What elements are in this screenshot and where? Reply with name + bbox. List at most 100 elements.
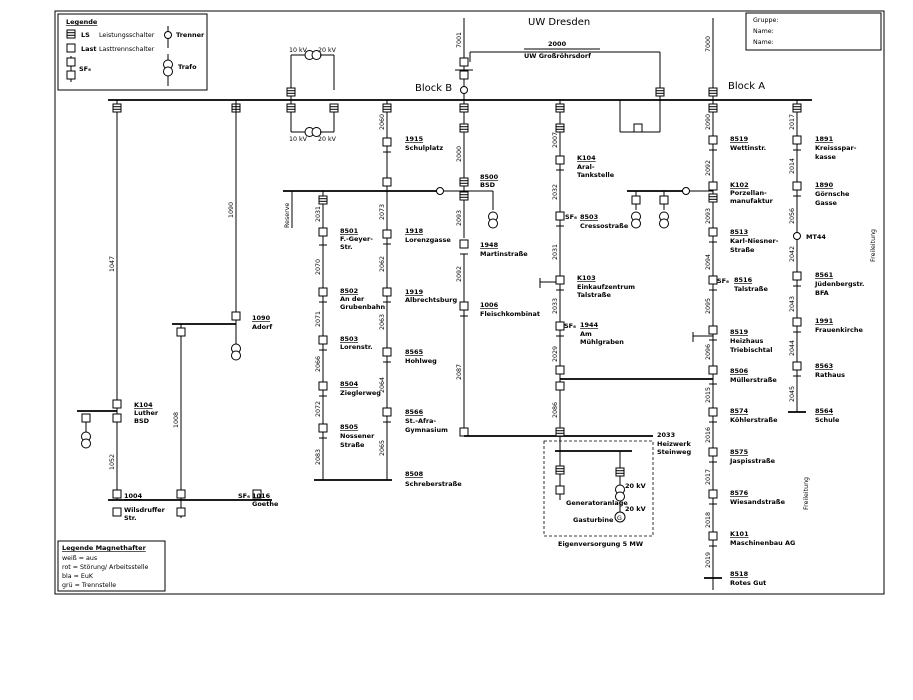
label-s8501-code: 8501: [340, 227, 359, 235]
load-switch-icon: [708, 531, 718, 541]
load-switch-icon: [555, 365, 565, 375]
label-gen-kv1: 20 kV: [625, 482, 646, 490]
label-s1004-n1: Wilsdruffer: [124, 506, 166, 514]
cable-label-c2016: 2016: [705, 427, 712, 443]
drawing-frame: [54, 10, 885, 595]
label-s1016-name: Goethe: [252, 500, 279, 508]
load-switch-icon: [112, 413, 122, 423]
label-title: Legende Magnethafter: [62, 544, 147, 552]
transformer-icon: [163, 59, 173, 77]
label-s1944-code: 1944: [580, 321, 599, 329]
cable-label-c2029: 2029: [552, 346, 559, 362]
label-ls: LS: [81, 31, 90, 39]
cable-label-c2045: 2045: [789, 386, 796, 402]
load-switch-icon: [555, 275, 565, 285]
cable-label-c2015: 2015: [705, 387, 712, 403]
label-s8561-n1: Jüdenbergstr.: [814, 280, 864, 288]
label-s1090-name: Adorf: [252, 323, 272, 331]
label-sK104b-n2: BSD: [134, 417, 150, 425]
label-mt44: MT44: [806, 233, 826, 241]
label-kv20-bot: 20 kV: [318, 136, 337, 143]
cable-label-c2018: 2018: [705, 512, 712, 528]
cable-label-c2086: 2086: [552, 402, 559, 418]
label-s8519-name: Wettinstr.: [730, 144, 766, 152]
transformer-icon: [81, 431, 91, 449]
label-s8519b-code: 8519: [730, 328, 749, 336]
label-s8574-code: 8574: [730, 407, 749, 415]
label-s8506-code: 8506: [730, 367, 749, 375]
cable-label-c2017b: 2017: [789, 114, 796, 130]
cable-label-c2043: 2043: [789, 296, 796, 312]
load-switch-icon: [112, 489, 122, 499]
cable-label-c2090: 2090: [705, 114, 712, 130]
self-supply-label: Eigenversorgung 5 MW: [558, 540, 643, 548]
cable-label-c2070: 2070: [315, 259, 322, 275]
circuit-breaker-icon: [555, 465, 565, 475]
load-switch-icon: [792, 271, 802, 281]
label-kv20-top: 20 kV: [318, 47, 337, 54]
load-switch-icon: [708, 227, 718, 237]
label-kv10-top: 10 kV: [289, 47, 308, 54]
label-s1016-code: 1016: [252, 492, 271, 500]
label-s1944-n2: Mühlgraben: [580, 338, 624, 346]
load-switch-icon: [176, 327, 186, 337]
cable-label-c2060: 2060: [379, 114, 386, 130]
label-s1890-n2: Gasse: [815, 199, 837, 207]
circuit-breaker-icon: [286, 87, 296, 97]
circuit-breaker-icon: [792, 103, 802, 113]
label-s1004-code: 1004: [124, 492, 143, 500]
label-sK104b-n1: Luther: [134, 409, 159, 417]
label-s8566-n1: St.-Afra-: [405, 417, 436, 425]
label-gen-kv2: 20 kV: [625, 505, 646, 513]
label-s2033-n2: Steinweg: [657, 448, 691, 456]
load-switch-icon: [459, 57, 469, 67]
cable-label-c1008: 1008: [173, 412, 180, 428]
cable-label-c2095: 2095: [705, 298, 712, 314]
circuit-breaker-icon: [708, 193, 718, 203]
label-s8500-code: 8500: [480, 173, 499, 181]
cable-label-c2092b: 2092: [705, 160, 712, 176]
cable-label-c2094: 2094: [705, 254, 712, 270]
cable-label-c2033: 2033: [552, 298, 559, 314]
circuit-breaker-icon: [708, 87, 718, 97]
label-freileitung2: Freileitung: [803, 477, 810, 510]
label-s8503b-code: 8503: [580, 213, 598, 221]
label-s1890-code: 1890: [815, 181, 834, 189]
load-switch-icon: [555, 211, 565, 221]
sf6-switch-icon: [66, 57, 76, 67]
label-s2033-n1: Heizwerk: [657, 440, 691, 448]
cable-label-c2093b: 2093: [705, 208, 712, 224]
load-switch-icon: [382, 177, 392, 187]
label-last-text: Lasttrennschalter: [99, 46, 155, 53]
load-switch-icon: [112, 399, 122, 409]
load-switch-icon: [792, 361, 802, 371]
label-s8502-n2: Grubenbahn: [340, 303, 386, 311]
label-s1090-code: 1090: [252, 314, 271, 322]
load-switch-icon: [66, 70, 76, 80]
label-m3: SF₆: [564, 322, 576, 330]
label-s8500-name: BSD: [480, 181, 496, 189]
load-switch-icon: [708, 447, 718, 457]
load-switch-icon: [382, 137, 392, 147]
label-reserve: Reserve: [284, 203, 291, 228]
load-switch-icon: [659, 195, 669, 205]
label-last: Last: [81, 45, 97, 53]
cable-label-c7000: 7000: [705, 36, 712, 52]
load-switch-icon: [176, 507, 186, 517]
cable-label-c2044: 2044: [789, 340, 796, 356]
cable-label-c2087: 2087: [456, 364, 463, 380]
label-name2: Name:: [753, 39, 774, 46]
label-s8563-name: Rathaus: [815, 371, 845, 379]
label-s8508-code: 8508: [405, 470, 424, 478]
load-switch-icon: [555, 321, 565, 331]
label-s1915-name: Schulplatz: [405, 144, 443, 152]
remote-station: UW Großröhrsdorf: [524, 52, 591, 60]
label-sf6: SF₆: [79, 65, 91, 73]
label-0: weiß = aus: [62, 555, 97, 562]
circuit-breaker-icon: [655, 87, 665, 97]
load-switch-icon: [708, 365, 718, 375]
cable-label-c2062: 2062: [379, 256, 386, 272]
load-switch-icon: [318, 381, 328, 391]
label-gruppe: Gruppe:: [753, 17, 778, 24]
cable-label-c2092: 2092: [456, 266, 463, 282]
